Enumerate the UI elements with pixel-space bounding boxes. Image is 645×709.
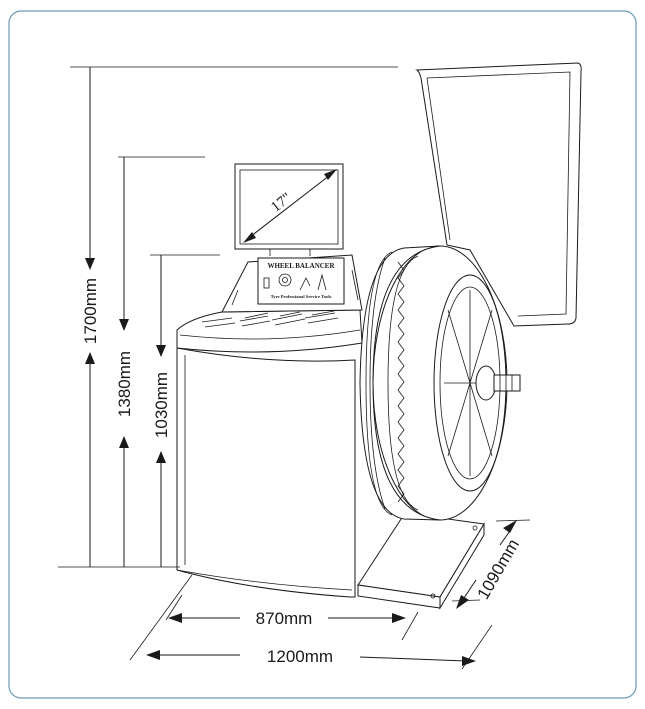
screen-diagonal-line	[245, 171, 335, 241]
dimension-width-overall: 1200mm	[146, 647, 476, 666]
screen-diagonal-arrow-start	[243, 232, 256, 243]
monitor: 17"	[234, 163, 344, 256]
screen-diagonal-arrow-end	[324, 169, 337, 180]
dimension-height-overall: 1700mm	[81, 67, 100, 567]
panel-illustration	[263, 273, 327, 291]
info-panel: WHEEL BALANCER Tyre Professional Service…	[257, 257, 345, 305]
dimension-height-overall-label: 1700mm	[81, 278, 100, 344]
base-plate	[357, 512, 485, 610]
panel-subtitle: Tyre Professional Service Tools	[271, 294, 332, 299]
dimension-width-body-label: 870mm	[256, 609, 313, 628]
dimension-height-screen-label: 1380mm	[115, 351, 134, 417]
dimension-width-body: 870mm	[168, 609, 406, 628]
dimension-height-console-label: 1030mm	[152, 372, 171, 438]
wheel-guard-hood	[415, 62, 582, 327]
dimension-height-screen: 1380mm	[115, 157, 134, 567]
dimension-height-console: 1030mm	[152, 255, 171, 567]
panel-title: WHEEL BALANCER	[267, 262, 335, 270]
dimension-width-overall-label: 1200mm	[267, 647, 333, 666]
wheel	[359, 245, 521, 521]
